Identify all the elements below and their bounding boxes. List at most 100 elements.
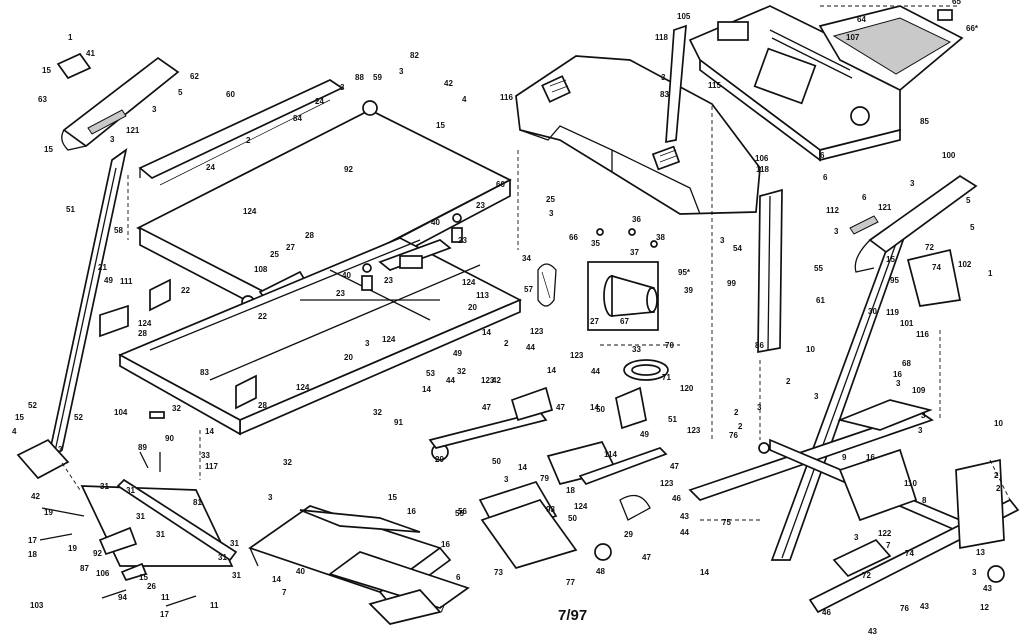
part-number-label: 15 — [388, 493, 397, 502]
part-number-label: 115 — [708, 81, 721, 90]
part-number-label: 105 — [677, 12, 691, 21]
part-number-label: 67 — [620, 317, 629, 326]
part-number-label: 35 — [591, 239, 600, 248]
part-number-label: 3 — [972, 568, 977, 577]
part-number-label: 122 — [878, 529, 892, 538]
part-number-label: 100 — [942, 151, 956, 160]
part-number-label: 77 — [566, 578, 575, 587]
part-number-label: 2 — [504, 339, 509, 348]
part-number-label: 121 — [878, 203, 892, 212]
part-number-label: 43 — [680, 512, 689, 521]
part-number-label: 103 — [30, 601, 44, 610]
part-number-label: 19 — [44, 508, 53, 517]
part-number-label: 14 — [590, 403, 599, 412]
part-number-label: 90 — [165, 434, 174, 443]
part-number-label: 55 — [455, 509, 464, 518]
part-number-label: 49 — [104, 276, 113, 285]
part-number-label: 22 — [181, 286, 190, 295]
guide-lines — [199, 106, 1011, 521]
control-board — [478, 386, 668, 569]
part-number-label: 1 — [68, 33, 73, 42]
part-number-label: 75 — [722, 518, 731, 527]
left-upright — [16, 148, 129, 491]
part-number-label: 76 — [900, 604, 909, 613]
part-number-label: 6 — [823, 173, 828, 182]
part-number-label: 32 — [283, 458, 292, 467]
part-number-label: 59 — [373, 73, 382, 82]
part-number-label: 3 — [720, 236, 725, 245]
part-number-label: 12 — [980, 603, 989, 612]
part-number-label: 14 — [422, 385, 431, 394]
part-number-label: 57 — [524, 285, 533, 294]
part-number-label: 124 — [574, 502, 588, 511]
part-number-label: 3 — [910, 179, 915, 188]
left-small-parts — [39, 411, 238, 607]
part-number-label: 66 — [569, 233, 578, 242]
part-number-label: 3 — [152, 105, 157, 114]
part-number-label: 14 — [205, 427, 214, 436]
part-number-label: 7 — [886, 541, 891, 550]
part-number-label: 8 — [922, 496, 927, 505]
part-number-label: 28 — [305, 231, 314, 240]
part-number-label: 108 — [254, 265, 268, 274]
part-number-label: 31 — [126, 486, 135, 495]
part-number-label: 46 — [822, 608, 831, 617]
part-number-label: 34 — [522, 254, 531, 263]
part-number-label: 58 — [114, 226, 123, 235]
part-number-label: 50 — [568, 514, 577, 523]
part-number-label: 79 — [540, 474, 549, 483]
part-number-label: 41 — [86, 49, 95, 58]
part-number-label: 124 — [296, 383, 310, 392]
part-number-label: 47 — [482, 403, 491, 412]
part-number-label: 24 — [206, 163, 215, 172]
part-number-label: 31 — [230, 539, 239, 548]
part-number-label: 106 — [96, 569, 110, 578]
part-number-label: 81 — [193, 498, 202, 507]
date-code: 7/97 — [558, 607, 587, 624]
part-number-label: 11 — [161, 593, 170, 602]
part-number-label: 50 — [596, 405, 605, 414]
part-number-label: 29 — [624, 530, 633, 539]
part-number-label: 3 — [661, 73, 666, 82]
part-number-label: 110 — [904, 479, 917, 488]
part-number-label: 83 — [660, 90, 669, 99]
part-number-label: 65 — [952, 0, 961, 6]
part-number-label: 25 — [546, 195, 555, 204]
part-number-label: 49 — [453, 349, 462, 358]
part-number-label: 20 — [468, 303, 477, 312]
part-number-label: 43 — [868, 627, 877, 636]
part-number-label: 3 — [58, 445, 63, 454]
part-number-label: 28 — [138, 329, 147, 338]
part-number-label: 61 — [816, 296, 825, 305]
part-number-label: 31 — [156, 530, 165, 539]
part-number-label: 72 — [862, 571, 871, 580]
part-number-label: 56 — [458, 507, 467, 516]
part-number-label: 40 — [431, 218, 440, 227]
part-number-label: 9 — [842, 453, 847, 462]
part-number-label: 3 — [340, 83, 345, 92]
part-number-label: 31 — [218, 553, 227, 562]
part-number-label: 46 — [672, 494, 681, 503]
part-number-label: 112 — [826, 206, 839, 215]
part-number-label: 47 — [670, 462, 679, 471]
part-number-label: 43 — [983, 584, 992, 593]
part-number-label: 109 — [912, 386, 926, 395]
part-number-label: 10 — [994, 419, 1003, 428]
part-number-label: 15 — [44, 145, 53, 154]
part-number-label: 40 — [342, 271, 351, 280]
part-number-label: 33 — [632, 345, 641, 354]
bottom-pans — [248, 505, 470, 625]
part-number-label: 2 — [786, 377, 791, 386]
part-number-label: 119 — [886, 308, 899, 317]
part-number-label: 29 — [435, 455, 444, 464]
part-number-label: 14 — [547, 366, 556, 375]
part-number-label: 3 — [504, 475, 509, 484]
part-number-label: 123 — [530, 327, 544, 336]
part-number-label: 116 — [500, 93, 513, 102]
part-number-label: 21 — [98, 263, 107, 272]
part-number-label: 94 — [118, 593, 127, 602]
part-number-label: 14 — [518, 463, 527, 472]
part-number-label: 10 — [806, 345, 815, 354]
part-number-label: 5 — [966, 196, 971, 205]
